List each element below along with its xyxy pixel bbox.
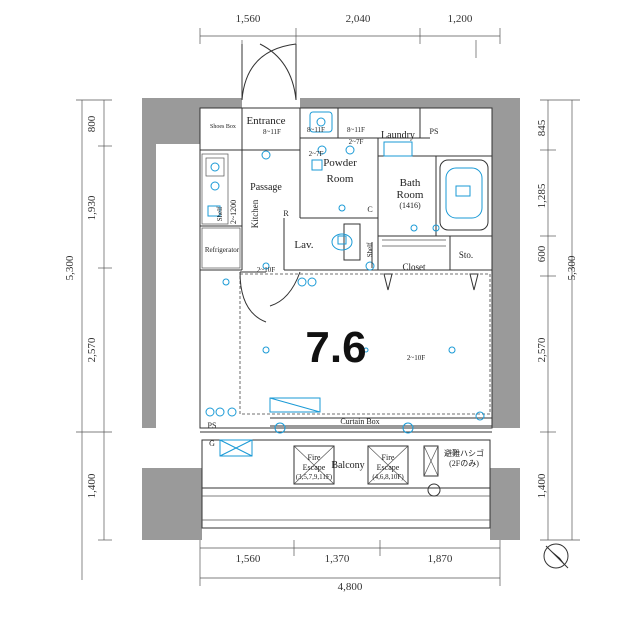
label-kitchen-floor: 2~1200 <box>229 200 238 224</box>
label-entrance-floor: 8~11F <box>263 128 281 136</box>
label-shelf-2: Shelf <box>366 242 374 257</box>
laundry-pan <box>383 141 413 157</box>
entrance-door <box>241 43 297 101</box>
label-ps-top: PS <box>430 127 439 136</box>
closet-marks <box>371 242 479 291</box>
right-dim-600: 600 <box>536 245 548 262</box>
label-fire-escape-2: Fire <box>382 453 395 462</box>
label-sink-floor-3: 2~7F <box>349 138 364 146</box>
label-laundry: Laundry <box>381 130 415 141</box>
label-passage: Passage <box>250 182 282 193</box>
bottom-dim-1: 1,560 <box>236 553 261 565</box>
top-dim-2: 2,040 <box>346 13 371 25</box>
bathtub <box>439 159 489 231</box>
label-powder: Powder <box>323 157 357 169</box>
right-dim-1400: 1,400 <box>536 473 548 498</box>
top-dim-1: 1,560 <box>236 13 261 25</box>
label-living-size: 7.6 <box>305 323 366 372</box>
top-dim-3: 1,200 <box>448 13 473 25</box>
label-sink-floor-1: 8~11F <box>307 126 325 134</box>
label-living-ceiling: 2~10F <box>407 354 425 362</box>
label-bath: Bath <box>400 177 421 189</box>
label-shoes-box: Shoes Box <box>210 124 236 130</box>
left-dim-1400: 1,400 <box>86 473 98 498</box>
label-powder-floor: 2~7F <box>309 150 324 158</box>
label-refrigerator: Refrigerator <box>205 246 240 254</box>
bottom-dimension-lines <box>199 540 501 586</box>
label-evac-ladder-floor: (2Fのみ) <box>449 459 479 468</box>
walls <box>142 98 520 540</box>
label-bath-size: (1416) <box>399 201 421 210</box>
top-dimension-lines <box>199 28 501 58</box>
right-dimension-lines <box>540 99 580 541</box>
label-room: Room <box>327 173 354 185</box>
toilet <box>331 223 361 261</box>
left-dim-800: 800 <box>86 115 98 132</box>
right-dim-2570: 2,570 <box>536 337 548 362</box>
label-sto: Sto. <box>459 250 473 260</box>
stove <box>205 157 225 217</box>
label-kitchen-ceiling: 2~10F <box>257 266 275 274</box>
north-compass <box>543 543 569 569</box>
label-fire-escape-2b: Escape <box>377 463 400 472</box>
label-lav: Lav. <box>294 239 313 251</box>
right-dim-total: 5,300 <box>566 255 578 280</box>
lighting-fixtures <box>205 145 485 457</box>
label-ps-bottom: PS <box>208 421 217 430</box>
label-balcony: Balcony <box>331 460 364 471</box>
label-shelf: Shelf <box>216 206 224 221</box>
label-fire-escape-1-floors: (3,5,7,9,11F) <box>296 473 333 481</box>
left-dim-total: 5,300 <box>64 255 76 280</box>
right-dim-845: 845 <box>536 119 548 136</box>
left-dim-2570: 2,570 <box>86 337 98 362</box>
living-door <box>239 271 301 323</box>
label-closet: Closet <box>402 262 426 272</box>
left-dimension-lines <box>76 99 112 580</box>
label-c: C <box>367 205 372 214</box>
label-bath-room: Room <box>397 189 424 201</box>
label-evac-ladder: 避難ハシゴ <box>444 448 484 458</box>
label-fire-escape-1: Fire <box>308 453 321 462</box>
left-dim-1930: 1,930 <box>86 195 98 220</box>
interior-lines <box>199 107 493 529</box>
label-sink-floor-2: 8~11F <box>347 126 365 134</box>
powder-sink <box>309 111 333 171</box>
label-fire-escape-2-floors: (4,6,8,10F) <box>372 473 404 481</box>
bottom-dim-3: 1,870 <box>428 553 453 565</box>
label-r: R <box>283 209 289 218</box>
right-dim-1285: 1,285 <box>536 183 548 208</box>
fire-escapes <box>293 445 441 497</box>
label-kitchen: Kitchen <box>250 199 260 228</box>
label-g: G <box>209 439 215 448</box>
bottom-dim-2: 1,370 <box>325 553 350 565</box>
label-fire-escape-1b: Escape <box>303 463 326 472</box>
label-entrance: Entrance <box>246 115 285 127</box>
bottom-dim-total: 4,800 <box>338 581 363 593</box>
label-curtain-box: Curtain Box <box>340 417 379 426</box>
